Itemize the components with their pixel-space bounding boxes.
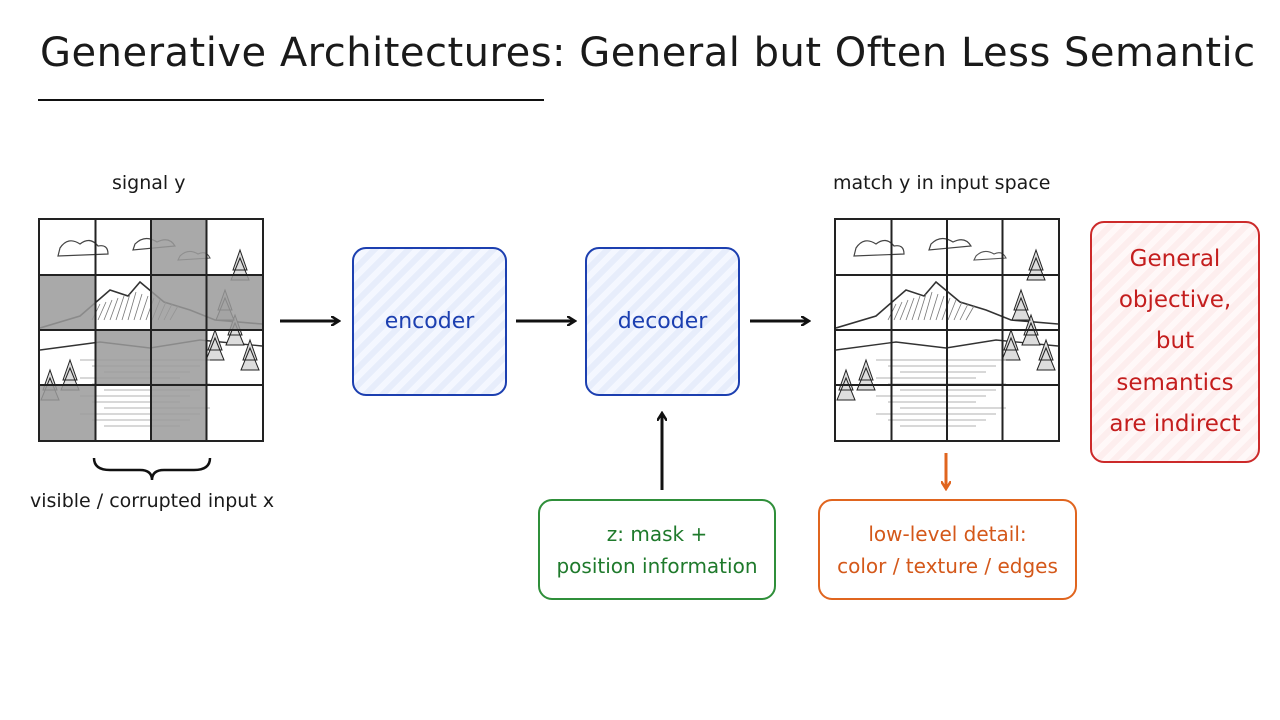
mountain-hatch — [935, 295, 945, 321]
masked-patch — [206, 275, 262, 330]
mountain-hatch — [947, 299, 957, 321]
pine-tree — [1026, 248, 1046, 281]
note-line-3: but — [1155, 328, 1195, 355]
mountain-hatch — [899, 299, 909, 321]
cloud — [853, 239, 905, 257]
mountain-hatch — [905, 297, 915, 321]
signal-label: signal y — [112, 172, 186, 194]
pine-tree — [1011, 288, 1031, 321]
mountain-hatch — [121, 293, 131, 321]
mountain-hatch — [953, 301, 963, 321]
masked-patch — [151, 385, 207, 440]
note-line-4: semantics — [1116, 369, 1234, 396]
decoder-label: decoder — [617, 309, 708, 334]
decoder-box: decoder — [585, 247, 740, 396]
mountain-hatch — [917, 293, 927, 321]
cloud — [973, 250, 1007, 261]
match-label: match y in input space — [833, 172, 1051, 194]
masked-patch — [95, 330, 151, 385]
encoder-box: encoder — [352, 247, 507, 396]
input-image-grid — [38, 218, 264, 442]
output-image-grid — [834, 218, 1060, 442]
masked-patch — [40, 275, 96, 330]
mountain-hatch — [923, 291, 933, 321]
cloud — [57, 239, 109, 257]
z-line-2: position information — [556, 553, 758, 578]
mountain-hatch — [97, 301, 107, 321]
output-landscape-sketch — [836, 220, 1058, 440]
masked-patch — [40, 385, 96, 440]
detail-line-2: color / texture / edges — [837, 553, 1058, 578]
mountain-hatch — [109, 297, 119, 321]
pine-tree — [856, 358, 876, 391]
pine-tree — [1036, 338, 1056, 371]
note-line-2: objective, — [1118, 286, 1232, 313]
page-title: Generative Architectures: General but Of… — [40, 30, 1256, 76]
note-line-5: are indirect — [1109, 411, 1241, 438]
masked-patch — [151, 220, 207, 275]
encoder-label: encoder — [384, 309, 475, 334]
cloud — [928, 237, 973, 251]
mountain-hatch — [115, 295, 125, 321]
pine-tree — [240, 338, 260, 371]
mountain-hatch — [965, 305, 975, 321]
title-underline — [38, 99, 544, 101]
pine-tree — [205, 328, 225, 361]
input-brace — [92, 457, 212, 481]
z-mask-position-box: z: mask + position information — [538, 499, 776, 600]
mountain-hatch — [133, 293, 143, 321]
input-landscape-sketch — [40, 220, 262, 440]
mountain-hatch — [103, 299, 113, 321]
mountain-hatch — [959, 303, 969, 321]
masked-patch — [151, 330, 207, 385]
mountain-hatch — [139, 295, 149, 321]
detail-line-1: low-level detail: — [868, 521, 1027, 546]
z-line-1: z: mask + — [606, 521, 708, 546]
mountain-hatch — [911, 295, 921, 321]
mountain-hatch — [127, 291, 137, 321]
mountain-hatch — [893, 301, 903, 321]
semantics-note-box: General objective, but semantics are ind… — [1090, 221, 1260, 463]
pine-tree — [1001, 328, 1021, 361]
visible-input-label: visible / corrupted input x — [30, 490, 275, 512]
masked-patch — [151, 275, 207, 330]
low-level-detail-box: low-level detail: color / texture / edge… — [818, 499, 1077, 600]
note-line-1: General — [1129, 245, 1221, 272]
mountain-hatch — [929, 293, 939, 321]
